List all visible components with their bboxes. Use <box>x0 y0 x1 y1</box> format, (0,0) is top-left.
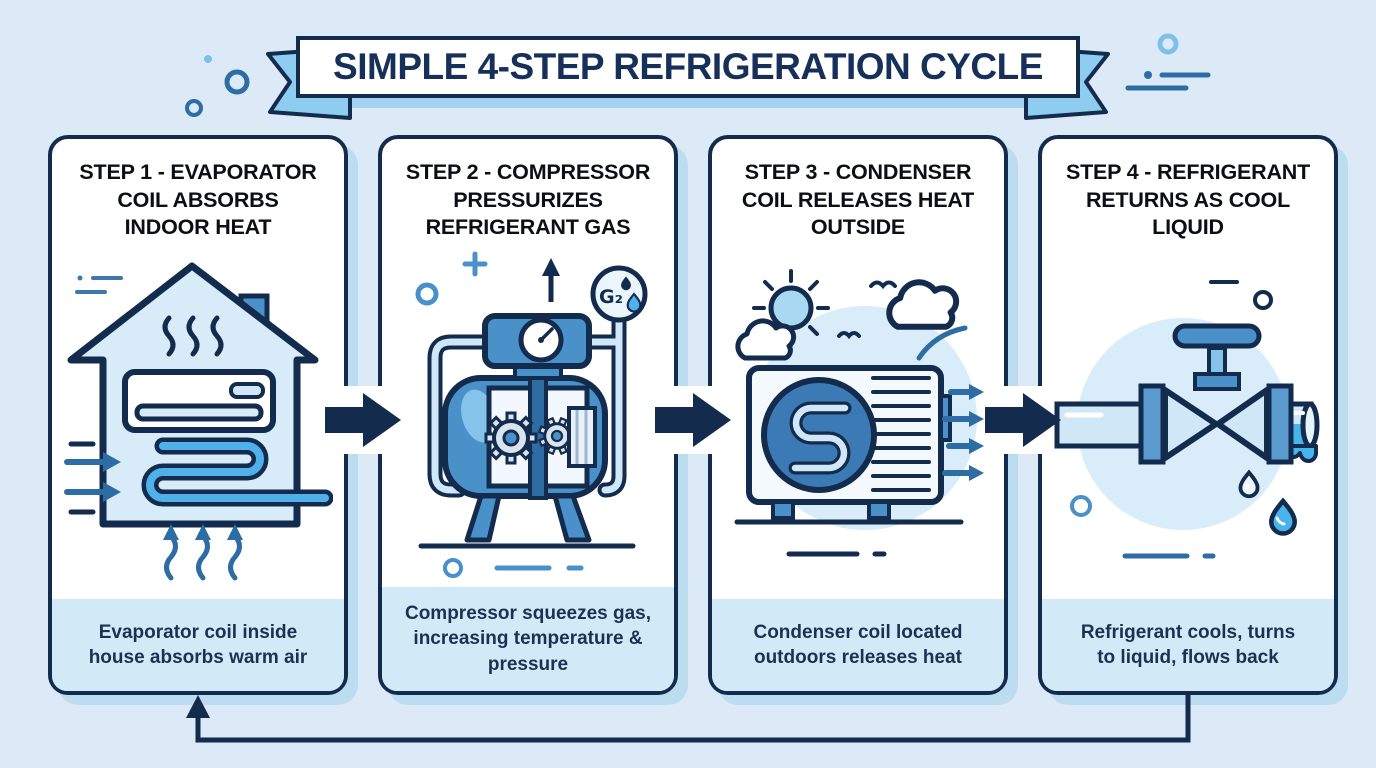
gear-large-icon <box>484 411 538 465</box>
step-3-caption: Condenser coil located outdoors releases… <box>712 599 1004 691</box>
condenser-coil-icon <box>788 401 852 475</box>
ac-display-icon <box>229 382 265 400</box>
birds-icon <box>837 280 897 340</box>
step-4-panel: STEP 4 - REFRIGERANT RETURNS AS COOL LIQ… <box>1038 135 1338 695</box>
house-ac-evaporator-icon <box>64 262 333 581</box>
droplet-icon <box>1269 497 1297 536</box>
leg-right <box>552 493 592 543</box>
droplet-icon <box>626 292 642 313</box>
louver-slats-icon <box>871 376 931 493</box>
rising-air-arrows-icon <box>163 524 243 581</box>
cloud-icon <box>886 279 960 331</box>
step-4-header: STEP 4 - REFRIGERANT RETURNS AS COOL LIQ… <box>1065 160 1311 240</box>
title-banner: SIMPLE 4-STEP REFRIGERATION CYCLE <box>296 36 1080 98</box>
gas-badge-icon: G₂ <box>590 265 648 323</box>
circle-decoration-icon <box>1253 290 1273 311</box>
pressure-up-arrow-icon <box>542 258 560 303</box>
droplet-shine <box>1275 516 1286 526</box>
step-3-panel: STEP 3 - CONDENSER COIL RELEASES HEAT OU… <box>708 135 1008 695</box>
piston-cylinder-icon <box>567 406 597 469</box>
step-2-caption: Compressor squeezes gas, increasing temp… <box>382 587 674 691</box>
heat-squiggles-icon <box>162 315 224 357</box>
heat-out-arrows-icon <box>942 384 984 482</box>
step-2-illustration: G₂ <box>382 244 674 588</box>
valve-bonnet <box>1193 372 1241 392</box>
leg-left <box>464 493 502 543</box>
plus-decoration-icon <box>462 251 488 277</box>
leg-right <box>867 500 891 521</box>
return-loop-up-arrow-icon <box>186 694 1191 743</box>
page-title: SIMPLE 4-STEP REFRIGERATION CYCLE <box>333 46 1043 87</box>
warm-air-inlet-arrows-icon <box>64 441 121 515</box>
breeze-line <box>916 325 968 361</box>
droplet-icon <box>621 276 631 291</box>
pressure-gauge-icon <box>518 317 564 363</box>
top-left-bubbles-icon <box>185 55 250 117</box>
step-1-illustration <box>52 244 344 599</box>
dash-decoration <box>443 558 584 579</box>
cloud-icon <box>735 318 797 361</box>
step-1-header: STEP 1 - EVAPORATOR COIL ABSORBS INDOOR … <box>79 160 317 240</box>
circle-decoration-icon <box>415 282 439 306</box>
pipe-valve-droplets-icon <box>1054 280 1320 559</box>
droplet-icon <box>1238 469 1260 499</box>
inlet-pipe-icon <box>1054 401 1146 449</box>
step-4-caption: Refrigerant cools, turns to liquid, flow… <box>1042 599 1334 691</box>
outdoor-condenser-fan-icon <box>734 269 984 557</box>
ac-vent-icon <box>134 403 264 422</box>
leg-left <box>771 500 795 521</box>
step-3-illustration <box>712 244 1004 599</box>
dash-decoration <box>75 275 123 295</box>
gas-badge-label: G₂ <box>599 286 623 308</box>
valve-stem <box>1207 346 1227 379</box>
step-2-panel: STEP 2 - COMPRESSOR PRESSURIZES REFRIGER… <box>378 135 678 695</box>
valve-icon <box>1138 323 1294 465</box>
compressor-gears-gauge-icon: G₂ <box>415 251 648 579</box>
evaporator-coil-icon <box>141 437 333 507</box>
step-3-header: STEP 3 - CONDENSER COIL RELEASES HEAT OU… <box>741 160 975 240</box>
droplet-shine <box>1244 484 1250 490</box>
flange-left <box>1138 383 1166 465</box>
step-1-panel: STEP 1 - EVAPORATOR COIL ABSORBS INDOOR … <box>48 135 348 695</box>
step-2-header: STEP 2 - COMPRESSOR PRESSURIZES REFRIGER… <box>405 160 651 240</box>
top-right-decoration-icon <box>1125 33 1211 91</box>
valve-handle-icon <box>1172 323 1262 349</box>
circle-decoration-icon <box>1070 495 1092 518</box>
flange-right <box>1266 383 1294 465</box>
step-1-caption: Evaporator coil inside house absorbs war… <box>52 599 344 691</box>
step-4-illustration <box>1042 244 1334 599</box>
